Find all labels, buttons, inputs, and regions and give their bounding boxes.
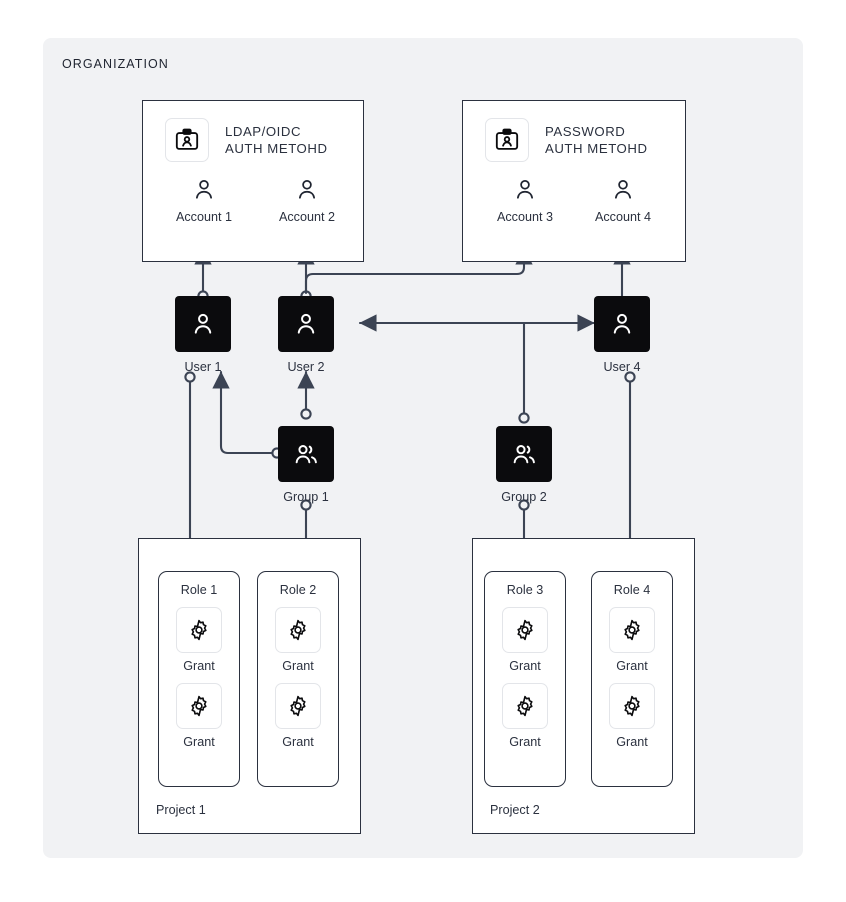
users-group-icon (496, 426, 552, 482)
grant-label: Grant (509, 735, 541, 749)
group-node-2[interactable]: Group 2 (469, 426, 579, 504)
auth-method-box-ldap-oidc: LDAP/OIDC AUTH METOHD Account 1 Account … (142, 100, 364, 262)
id-badge-icon (165, 118, 209, 162)
grant-label: Grant (183, 735, 215, 749)
gear-icon (609, 683, 655, 729)
project-label: Project 2 (490, 803, 540, 817)
auth-method-box-password: PASSWORD AUTH METOHD Account 3 Account 4 (462, 100, 686, 262)
grant-item[interactable]: Grant (258, 607, 338, 673)
grant-label: Grant (282, 659, 314, 673)
project-box-1: Role 1 Grant Grant (138, 538, 361, 834)
grant-item[interactable]: Grant (485, 683, 565, 749)
auth-method-header: PASSWORD AUTH METOHD (485, 118, 648, 162)
role-card-1[interactable]: Role 1 Grant Grant (158, 571, 240, 787)
role-card-2[interactable]: Role 2 Grant Grant (257, 571, 339, 787)
grant-item[interactable]: Grant (485, 607, 565, 673)
project-box-2: Role 3 Grant Grant (472, 538, 695, 834)
person-icon (252, 173, 362, 203)
role-card-4[interactable]: Role 4 Grant Grant (591, 571, 673, 787)
person-icon (470, 173, 580, 203)
person-icon (149, 173, 259, 203)
project-label: Project 1 (156, 803, 206, 817)
user-icon (278, 296, 334, 352)
account-2: Account 2 (252, 173, 362, 224)
grant-item[interactable]: Grant (159, 683, 239, 749)
grant-label: Grant (282, 735, 314, 749)
user-node-2[interactable]: User 2 (251, 296, 361, 374)
grant-label: Grant (616, 735, 648, 749)
auth-method-title: PASSWORD AUTH METOHD (545, 124, 648, 156)
account-label: Account 1 (175, 210, 232, 224)
gear-icon (502, 683, 548, 729)
account-label: Account 4 (594, 210, 651, 224)
gear-icon (176, 607, 222, 653)
user-icon (594, 296, 650, 352)
person-icon (568, 173, 678, 203)
account-label: Account 3 (496, 210, 553, 224)
auth-method-title: LDAP/OIDC AUTH METOHD (225, 124, 328, 156)
gear-icon (275, 683, 321, 729)
gear-icon (609, 607, 655, 653)
gear-icon (502, 607, 548, 653)
id-badge-icon (485, 118, 529, 162)
gear-icon (176, 683, 222, 729)
role-label: Role 4 (613, 583, 651, 597)
users-group-icon (278, 426, 334, 482)
account-4: Account 4 (568, 173, 678, 224)
group-label: Group 1 (283, 490, 329, 504)
user-node-4[interactable]: User 4 (567, 296, 677, 374)
grant-item[interactable]: Grant (592, 607, 672, 673)
user-label: User 2 (287, 360, 325, 374)
grant-item[interactable]: Grant (258, 683, 338, 749)
role-label: Role 1 (180, 583, 218, 597)
grant-label: Grant (183, 659, 215, 673)
user-node-1[interactable]: User 1 (148, 296, 258, 374)
group-node-1[interactable]: Group 1 (251, 426, 361, 504)
gear-icon (275, 607, 321, 653)
grant-item[interactable]: Grant (159, 607, 239, 673)
organization-label: ORGANIZATION (62, 57, 169, 71)
user-label: User 1 (184, 360, 222, 374)
auth-method-header: LDAP/OIDC AUTH METOHD (165, 118, 328, 162)
role-label: Role 2 (279, 583, 317, 597)
account-label: Account 2 (278, 210, 335, 224)
account-3: Account 3 (470, 173, 580, 224)
group-label: Group 2 (501, 490, 547, 504)
user-label: User 4 (603, 360, 641, 374)
role-card-3[interactable]: Role 3 Grant Grant (484, 571, 566, 787)
user-icon (175, 296, 231, 352)
grant-label: Grant (509, 659, 541, 673)
grant-label: Grant (616, 659, 648, 673)
grant-item[interactable]: Grant (592, 683, 672, 749)
role-label: Role 3 (506, 583, 544, 597)
account-1: Account 1 (149, 173, 259, 224)
